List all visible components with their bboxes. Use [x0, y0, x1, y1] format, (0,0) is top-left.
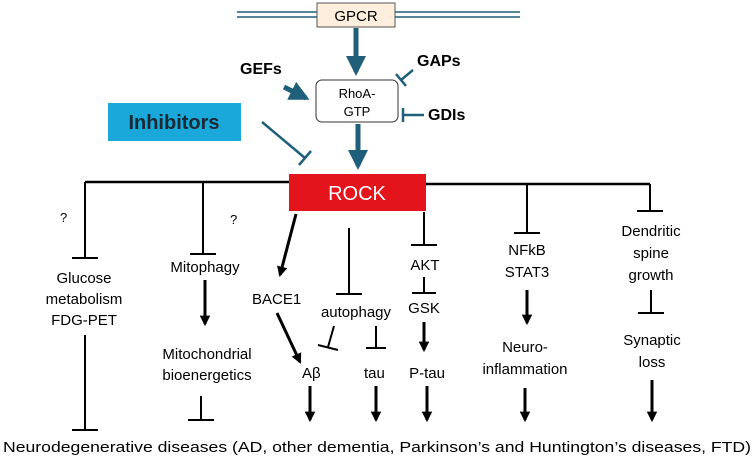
gdis-inhibit-line	[401, 108, 424, 122]
autophagy-label: autophagy	[321, 304, 392, 321]
glucose-line3: FDG-PET	[51, 312, 117, 329]
bace1-label: BACE1	[252, 291, 301, 308]
gsk-label: GSK	[408, 300, 440, 317]
gaps-label: GAPs	[417, 53, 461, 70]
spine-line1: Dendritic	[621, 223, 681, 240]
gefs-arrow	[282, 81, 310, 101]
synaptic-line1: Synaptic	[623, 332, 681, 349]
spine-line2: spine	[633, 245, 669, 262]
spine-line3: growth	[628, 267, 673, 284]
synaptic-line2: loss	[639, 354, 666, 371]
gaps-inhibit-line	[395, 69, 414, 87]
autophagy-abeta-stem	[327, 325, 335, 348]
inhibitors-inhibit-line	[261, 121, 312, 166]
rock-label: ROCK	[328, 183, 386, 205]
outcome-label: Neurodegenerative diseases (AD, other de…	[3, 439, 751, 456]
rhoa-label-line2: GTP	[344, 104, 371, 119]
gpcr-label: GPCR	[334, 8, 378, 25]
mitophagy-question: ?	[230, 212, 237, 227]
glucose-line2: metabolism	[46, 291, 123, 308]
glucose-question: ?	[60, 210, 67, 225]
abeta-label: Aβ	[302, 365, 321, 382]
tau-label: tau	[364, 365, 385, 382]
gefs-label: GEFs	[240, 61, 282, 78]
akt-label: AKT	[410, 257, 439, 274]
gpcr-node: GPCR	[316, 2, 396, 28]
mito-line1: Mitochondrial	[162, 346, 251, 363]
nfkb-line1: NFkB	[508, 242, 546, 259]
nfkb-line2: STAT3	[505, 264, 549, 281]
inhibitors-node: Inhibitors	[108, 103, 241, 141]
ptau-label: P-tau	[409, 365, 445, 382]
glucose-line1: Glucose	[56, 270, 111, 287]
neuro-line1: Neuro-	[502, 339, 548, 356]
mito-line2: bioenergetics	[162, 367, 251, 384]
neuro-line2: inflammation	[482, 361, 567, 378]
rock-to-bace1-arrow	[277, 213, 298, 278]
bace1-to-abeta-arrow	[275, 312, 302, 364]
rhoa-gtp-node: RhoA- GTP	[315, 79, 399, 123]
gdis-label: GDIs	[428, 107, 465, 124]
rhoa-label-line1: RhoA-	[339, 86, 376, 101]
inhibitors-label: Inhibitors	[128, 112, 219, 134]
mitophagy-label: Mitophagy	[170, 259, 240, 276]
autophagy-abeta-bar	[317, 344, 339, 351]
rock-node: ROCK	[289, 174, 426, 211]
